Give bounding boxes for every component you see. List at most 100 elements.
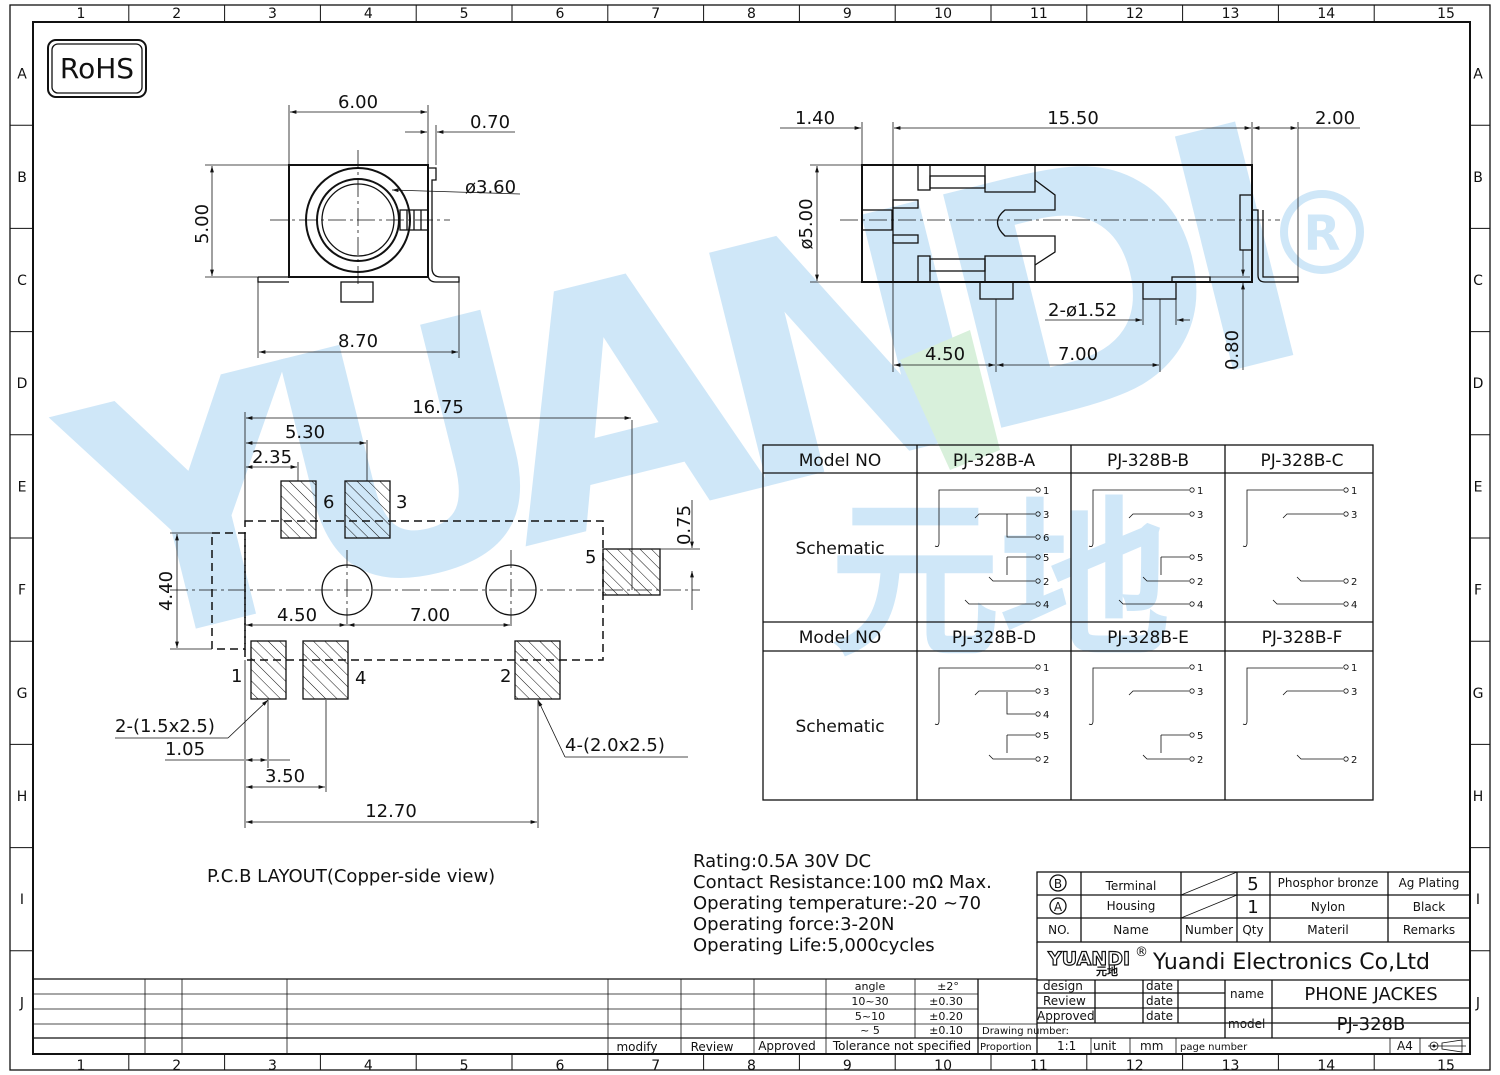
schematic-pin-3: 3 xyxy=(1197,687,1203,698)
watermark-registered-icon xyxy=(1280,190,1364,274)
pin-label-4: 4 xyxy=(355,668,366,689)
rev-review: Review xyxy=(691,1040,734,1054)
col-label-2: 2 xyxy=(172,6,181,22)
row-label-E: E xyxy=(18,479,27,495)
dim-side-4: 4.50 xyxy=(925,344,965,365)
dim-side-5: 7.00 xyxy=(1058,344,1098,365)
projection-symbol-icon xyxy=(1428,1039,1466,1053)
tol-row3: 5~10 xyxy=(855,1010,885,1023)
bom-row-b-material: Phosphor bronze xyxy=(1278,876,1379,890)
bom-row-a-remarks: Black xyxy=(1413,900,1446,914)
dim-pad-a: 2-(1.5x2.5) xyxy=(115,716,215,737)
schematic-pin-5: 5 xyxy=(1197,731,1203,742)
col-label-15: 15 xyxy=(1437,6,1455,22)
tb-design-label: design xyxy=(1043,979,1083,993)
model-no-header: Model NO xyxy=(799,451,882,471)
col-label-4: 4 xyxy=(364,6,373,22)
company-name: Yuandi Electronics Co,Ltd xyxy=(1152,950,1430,975)
company-logo-cn: 元地 xyxy=(1096,964,1118,978)
schematic-pin-1: 1 xyxy=(1351,486,1357,497)
tb-date-1: date xyxy=(1146,979,1173,993)
schematic-pin-3: 3 xyxy=(1043,687,1049,698)
tb-unit-label: unit xyxy=(1093,1039,1117,1053)
schematic-pin-5: 5 xyxy=(1043,731,1049,742)
dim-side-2: 15.50 xyxy=(1047,108,1099,129)
tb-model-value: PJ-328B xyxy=(1337,1014,1406,1035)
side-view: 1.40 15.50 2.00 ø5.00 2-ø1.52 4.50 7.00 … xyxy=(780,108,1360,372)
dim-pcb-350: 3.50 xyxy=(265,766,305,787)
tb-unit-value: mm xyxy=(1140,1039,1163,1053)
pin-label-6: 6 xyxy=(323,492,334,513)
row-label-H: H xyxy=(17,789,28,805)
pin-label-3: 3 xyxy=(396,492,407,513)
schematic-pin-1: 1 xyxy=(1351,663,1357,674)
spec-contact-resistance: Contact Resistance:100 mΩ Max. xyxy=(693,872,992,893)
row-label-G: G xyxy=(17,686,28,702)
company-logo: YUANDI xyxy=(1047,948,1130,970)
pin-label-1: 1 xyxy=(231,666,242,687)
dim-pad-b: 4-(2.0x2.5) xyxy=(565,735,665,756)
tb-date-3: date xyxy=(1146,1009,1173,1023)
dim-pcb-105: 1.05 xyxy=(165,739,205,760)
schematic-label-bottom: Schematic xyxy=(795,717,884,737)
col-label-14: 14 xyxy=(1317,6,1335,22)
model-b: PJ-328B-B xyxy=(1107,451,1189,471)
schematic-pin-6: 6 xyxy=(1043,533,1049,544)
col-label-8: 8 xyxy=(747,6,756,22)
spec-rating: Rating:0.5A 30V DC xyxy=(693,851,871,872)
schematic-pin-1: 1 xyxy=(1043,663,1049,674)
tb-review-label: Review xyxy=(1043,994,1086,1008)
col-label-3: 3 xyxy=(268,6,277,22)
spec-life: Operating Life:5,000cycles xyxy=(693,935,935,956)
bom-header-number: Number xyxy=(1185,923,1233,937)
dim-side-1: 1.40 xyxy=(795,108,835,129)
dim-pcb-1270: 12.70 xyxy=(365,801,417,822)
schematic-pin-3: 3 xyxy=(1043,510,1049,521)
dim-pcb-total: 16.75 xyxy=(412,397,464,418)
col-label-4: 4 xyxy=(364,1058,373,1074)
model-c: PJ-328B-C xyxy=(1261,451,1344,471)
row-label-A: A xyxy=(17,67,27,83)
col-label-5: 5 xyxy=(460,1058,469,1074)
tol-row2-val: ±0.30 xyxy=(929,995,963,1008)
row-label-I: I xyxy=(1476,892,1480,908)
pad-6 xyxy=(280,480,317,539)
pad-1 xyxy=(250,640,287,700)
dim-front-height: 5.00 xyxy=(192,204,213,244)
row-label-H: H xyxy=(1473,789,1484,805)
model-e: PJ-328B-E xyxy=(1107,628,1189,648)
col-label-7: 7 xyxy=(651,6,660,22)
col-label-14: 14 xyxy=(1317,1058,1335,1074)
dim-side-3: 2.00 xyxy=(1315,108,1355,129)
dim-side-diameter: ø5.00 xyxy=(796,198,817,249)
col-label-13: 13 xyxy=(1222,1058,1240,1074)
dim-side-pins: 2-ø1.52 xyxy=(1048,300,1117,321)
model-f: PJ-328B-F xyxy=(1262,628,1343,648)
dim-pcb-700: 7.00 xyxy=(410,605,450,626)
row-label-F: F xyxy=(1474,583,1482,599)
tol-row4: ~ 5 xyxy=(860,1024,880,1037)
col-label-6: 6 xyxy=(555,1058,564,1074)
schematic-pin-5: 5 xyxy=(1197,553,1203,564)
dim-pcb-235: 2.35 xyxy=(252,447,292,468)
bom-row-a-qty: 1 xyxy=(1247,897,1258,918)
pcb-layout: 6 3 5 1 4 2 16.75 5.30 2.35 0.75 4.40 4.… xyxy=(115,397,700,887)
schematic-pin-2: 2 xyxy=(1043,577,1049,588)
col-label-12: 12 xyxy=(1126,1058,1144,1074)
specs: Rating:0.5A 30V DC Contact Resistance:10… xyxy=(693,851,992,956)
tb-model-label: model xyxy=(1228,1017,1265,1031)
tb-date-2: date xyxy=(1146,994,1173,1008)
col-label-5: 5 xyxy=(460,6,469,22)
schematic-pin-4: 4 xyxy=(1043,710,1049,721)
watermark-cn: 元地 xyxy=(830,483,1170,681)
row-label-G: G xyxy=(1473,686,1484,702)
col-label-9: 9 xyxy=(843,6,852,22)
row-label-A: A xyxy=(1473,67,1483,83)
bom-row-b-no: B xyxy=(1054,877,1062,891)
schematic-label-top: Schematic xyxy=(795,539,884,559)
